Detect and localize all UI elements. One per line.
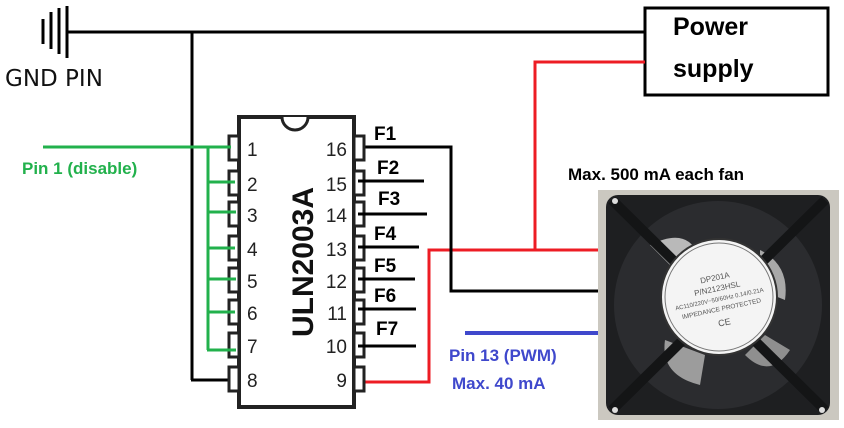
fan-return-wire — [358, 145, 600, 293]
pin-number-right: 12 — [326, 272, 347, 293]
fan-label-f4: F4 — [374, 224, 397, 245]
fan-label-f2: F2 — [377, 158, 399, 179]
pin-number-right: 14 — [326, 206, 348, 227]
pin-number-left: 3 — [247, 206, 258, 227]
power-supply: Power supply — [643, 6, 830, 97]
chip-pin-right — [352, 298, 366, 326]
power-wire-red — [358, 60, 645, 384]
pwm-max-annotation: Max. 40 mA — [452, 374, 546, 393]
pin-number-right: 9 — [336, 371, 347, 392]
fan-label-f6: F6 — [374, 286, 396, 307]
disable-wire-green — [43, 145, 236, 352]
fan-label-ce: CE — [717, 316, 731, 328]
pin-number-right: 15 — [326, 175, 347, 196]
fan-label-f3: F3 — [378, 189, 400, 210]
ground-wire — [67, 30, 645, 382]
fan-max-annotation: Max. 500 mA each fan — [568, 165, 744, 184]
fan-label-f1: F1 — [374, 124, 397, 145]
fan-label-f7: F7 — [376, 319, 398, 340]
uln2003a-chip — [237, 115, 356, 409]
pin-number-left: 6 — [247, 304, 258, 325]
pin-number-right: 10 — [326, 337, 347, 358]
pin-number-left: 1 — [247, 140, 258, 161]
fan-label-f5: F5 — [374, 256, 397, 277]
pwm-annotation: Pin 13 (PWM) — [449, 346, 557, 365]
pin-number-right: 13 — [326, 240, 347, 261]
pin-number-left: 4 — [247, 240, 258, 261]
fan-output-wires — [358, 179, 427, 348]
pin-number-left: 7 — [247, 337, 258, 358]
pin-number-left: 8 — [247, 371, 258, 392]
chip-pin-right — [352, 169, 366, 197]
chip-name-label: ULN2003A — [287, 187, 320, 337]
chip-pin-left — [227, 200, 241, 228]
fan-output-labels: F1 F2 F3 F4 F5 F6 F7 — [374, 124, 400, 340]
chip-pin-left — [227, 331, 241, 359]
power-supply-label-line1: Power — [673, 13, 748, 41]
chip-pin-left — [227, 365, 241, 393]
chip-pin-right — [352, 134, 366, 162]
gnd-pin-label: GND PIN — [5, 66, 103, 92]
pin-number-left: 2 — [247, 175, 258, 196]
fan-image: DP201A P/N2123HSL AC110/220V~50/60Hz 0.1… — [598, 190, 839, 420]
chip-pin-right — [352, 365, 366, 393]
pin-number-right: 11 — [327, 304, 347, 325]
pin-number-right: 16 — [326, 140, 347, 161]
ground-icon — [41, 6, 69, 58]
disable-annotation: Pin 1 (disable) — [22, 159, 137, 178]
pin-number-left: 5 — [247, 272, 258, 293]
power-supply-label-line2: supply — [673, 55, 754, 83]
